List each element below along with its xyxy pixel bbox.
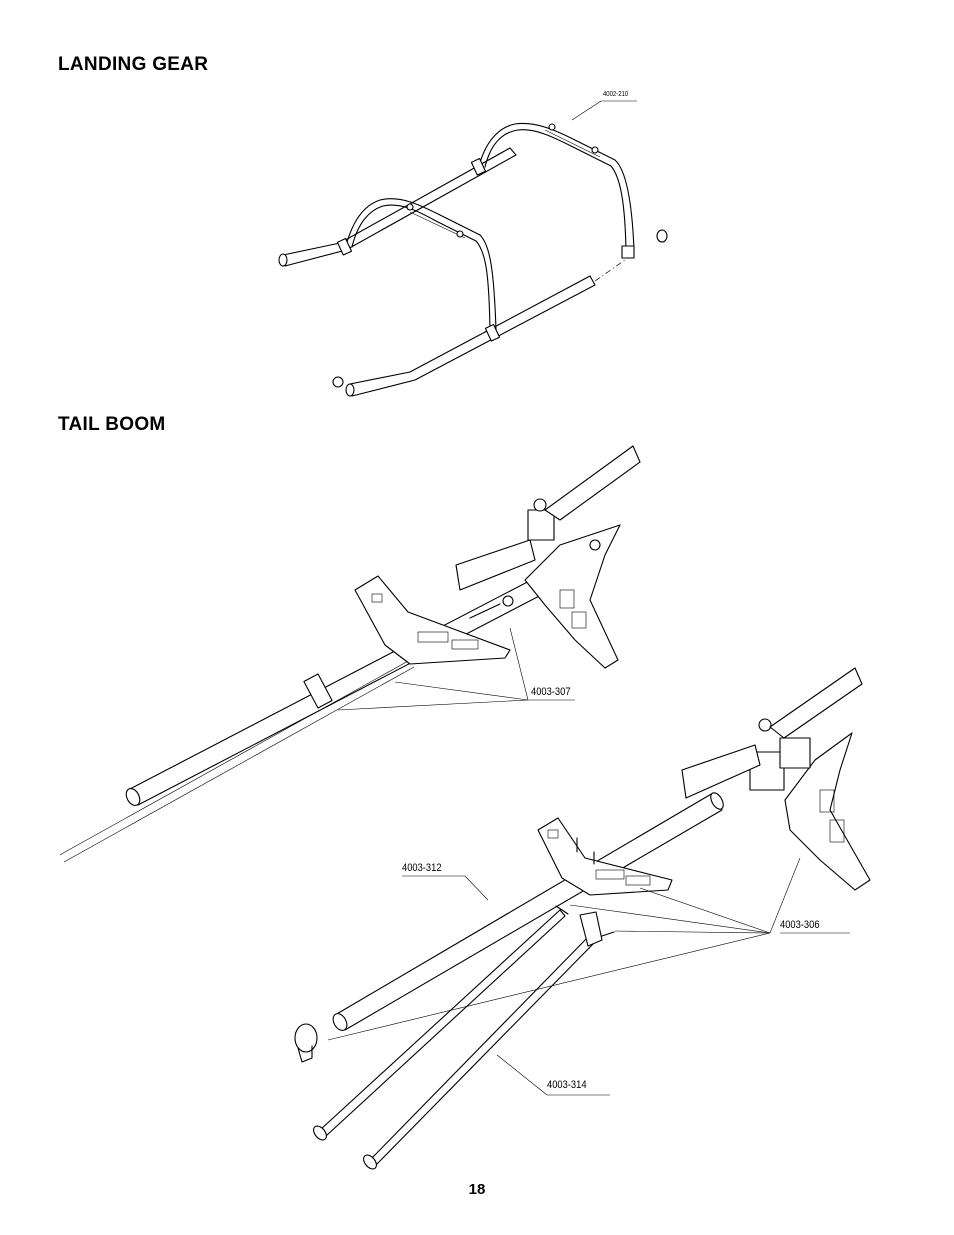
fin-cutout xyxy=(371,593,383,603)
callout-part-number: 4003-312 xyxy=(402,862,442,874)
strut-clamp xyxy=(470,157,487,176)
strut-rear-left xyxy=(344,198,481,251)
strut-front-left-inner xyxy=(484,129,612,168)
boom-collar xyxy=(303,673,333,709)
horizontal-fin xyxy=(784,732,871,891)
skid-tube-end xyxy=(278,253,288,267)
mount-screw xyxy=(456,230,464,238)
control-rod xyxy=(59,659,411,856)
callout-part-number: 4003-306 xyxy=(780,919,820,931)
callout-leader xyxy=(571,100,602,121)
skid-end-cap xyxy=(656,229,668,243)
control-rod xyxy=(63,666,415,863)
tail-rotor-blade xyxy=(455,539,536,591)
callout-part-number: 4002-210 xyxy=(603,91,629,98)
fin-cutout xyxy=(547,829,559,839)
strut-clamp xyxy=(621,245,635,259)
strut-end xyxy=(313,1125,327,1141)
boom-clamp-ring xyxy=(294,1023,318,1053)
callout-leader xyxy=(327,932,771,1041)
mount-screw xyxy=(548,123,556,131)
callout-part-number: 4003-307 xyxy=(531,686,571,698)
tail-boom-exploded xyxy=(294,667,871,1170)
strut-clamp xyxy=(336,237,353,256)
tail-rotor-blade xyxy=(769,667,863,739)
tail-rotor-hub xyxy=(533,498,547,512)
strut-front-left xyxy=(477,122,616,171)
tail-gearbox xyxy=(527,509,555,541)
cross-brace-rear xyxy=(409,211,466,239)
fin-cutout xyxy=(417,631,449,643)
tail-boom-tube xyxy=(334,792,723,1031)
callout-leader xyxy=(769,857,801,934)
mount-screw xyxy=(591,146,599,154)
fin-cutout xyxy=(625,875,651,886)
fin-cutout xyxy=(819,789,835,813)
callout-leader xyxy=(639,887,771,934)
section-heading-tail-boom: TAIL BOOM xyxy=(58,414,166,435)
callout-leader xyxy=(394,681,529,701)
boom-support-strut xyxy=(369,934,597,1166)
fin-screw xyxy=(469,603,501,619)
callout-leader xyxy=(337,699,529,711)
tail-boom-end xyxy=(125,788,141,806)
strut-end xyxy=(363,1154,377,1170)
section-heading-landing-gear: LANDING GEAR xyxy=(58,54,209,75)
tail-rotor-blade xyxy=(544,445,641,521)
callout-leader xyxy=(509,627,529,701)
strut-rear-left-inner xyxy=(351,204,477,248)
vertical-fin xyxy=(354,575,511,665)
tail-boom-end xyxy=(332,1013,348,1031)
mount-screw xyxy=(406,203,414,211)
assembly-axis xyxy=(594,259,626,282)
skid-tube-front xyxy=(349,275,596,397)
fin-cutout xyxy=(451,639,479,650)
strut-bolt xyxy=(555,905,569,915)
tail-rotor-hub xyxy=(758,718,772,732)
horizontal-fin xyxy=(524,524,621,669)
fin-cutout xyxy=(571,611,587,629)
strut-bolt xyxy=(601,931,615,937)
boom-clamp-tab xyxy=(297,1045,313,1063)
callout-leader xyxy=(614,930,771,934)
tail-boom-end xyxy=(710,792,724,810)
cross-brace-front xyxy=(544,129,601,158)
strut-front-right-inner xyxy=(610,165,627,251)
tail-rotor-blade xyxy=(681,744,761,799)
landing-gear-assembly xyxy=(278,100,668,397)
skid-end-cap xyxy=(332,376,344,388)
fin-cutout xyxy=(559,589,575,609)
strut-rear-right xyxy=(479,234,497,331)
callout-part-number: 4003-314 xyxy=(547,1079,587,1091)
strut-front-right xyxy=(614,159,635,251)
strut-rear-right-inner xyxy=(475,240,491,331)
fin-screw-head xyxy=(502,595,514,607)
skid-tube-end xyxy=(345,383,355,397)
strut-clamp xyxy=(579,911,603,947)
fin-cutout xyxy=(829,819,845,843)
callout-leader xyxy=(464,875,489,901)
tail-rotor-bearing xyxy=(589,539,601,551)
page-number: 18 xyxy=(468,1181,486,1198)
tail-gearbox-housing xyxy=(779,737,811,769)
callout-leader xyxy=(569,904,771,934)
fin-cutout xyxy=(595,869,625,880)
tail-boom-assembled xyxy=(59,445,641,863)
callout-leader xyxy=(496,1054,548,1096)
strut-clamp xyxy=(484,323,501,342)
